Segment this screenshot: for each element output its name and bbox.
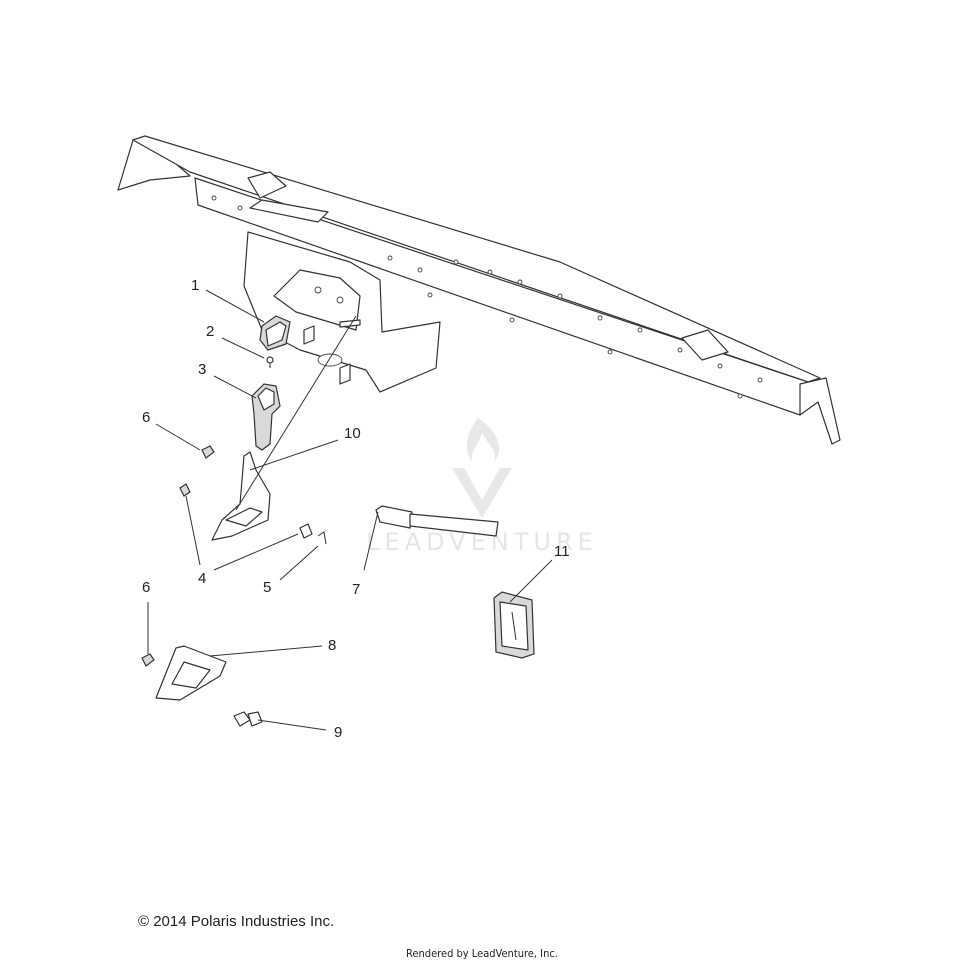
part-10-pedal-arm: [179, 315, 357, 541]
callout-4: 4: [198, 570, 206, 587]
beam-holes: [211, 195, 763, 399]
watermark: LEADVENTURE: [366, 418, 593, 556]
rendered-by-credit: Rendered by LeadVenture, Inc.: [406, 947, 558, 960]
callout-6-upper: 6: [142, 409, 150, 426]
copyright-notice: © 2014 Polaris Industries Inc.: [138, 913, 335, 930]
callout-10: 10: [344, 425, 361, 442]
leadventure-logo-icon: [452, 418, 512, 518]
leader-lines: [147, 289, 553, 731]
part-6-bushing-upper: [201, 445, 215, 459]
part-6-bushing-lower: [141, 653, 155, 667]
part-3-pedal-pad: [251, 383, 281, 451]
part-9-bolt: [233, 711, 263, 727]
callout-11: 11: [554, 543, 570, 560]
part-2-screw: [266, 356, 274, 368]
callout-1: 1: [191, 277, 199, 294]
callout-3: 3: [198, 361, 206, 378]
callout-2: 2: [206, 323, 214, 340]
callout-9: 9: [334, 724, 342, 741]
part-7-cylinder: [375, 505, 499, 537]
part-1-pad: [259, 315, 291, 351]
callout-labels: 1 2 3 6 10 4 5 7 11 6 8 9: [142, 277, 570, 741]
callout-6-lower: 6: [142, 579, 150, 596]
callout-5: 5: [263, 579, 271, 596]
part-8-bracket: [155, 645, 227, 701]
pedal-mount-bracket: [243, 231, 441, 393]
part-5-pin: [317, 531, 327, 545]
part-11-pedal-cover: [493, 591, 535, 659]
frame-cross-member: [117, 135, 841, 445]
callout-8: 8: [328, 637, 336, 654]
part-4-clip: [299, 523, 313, 539]
callout-7: 7: [352, 581, 360, 598]
